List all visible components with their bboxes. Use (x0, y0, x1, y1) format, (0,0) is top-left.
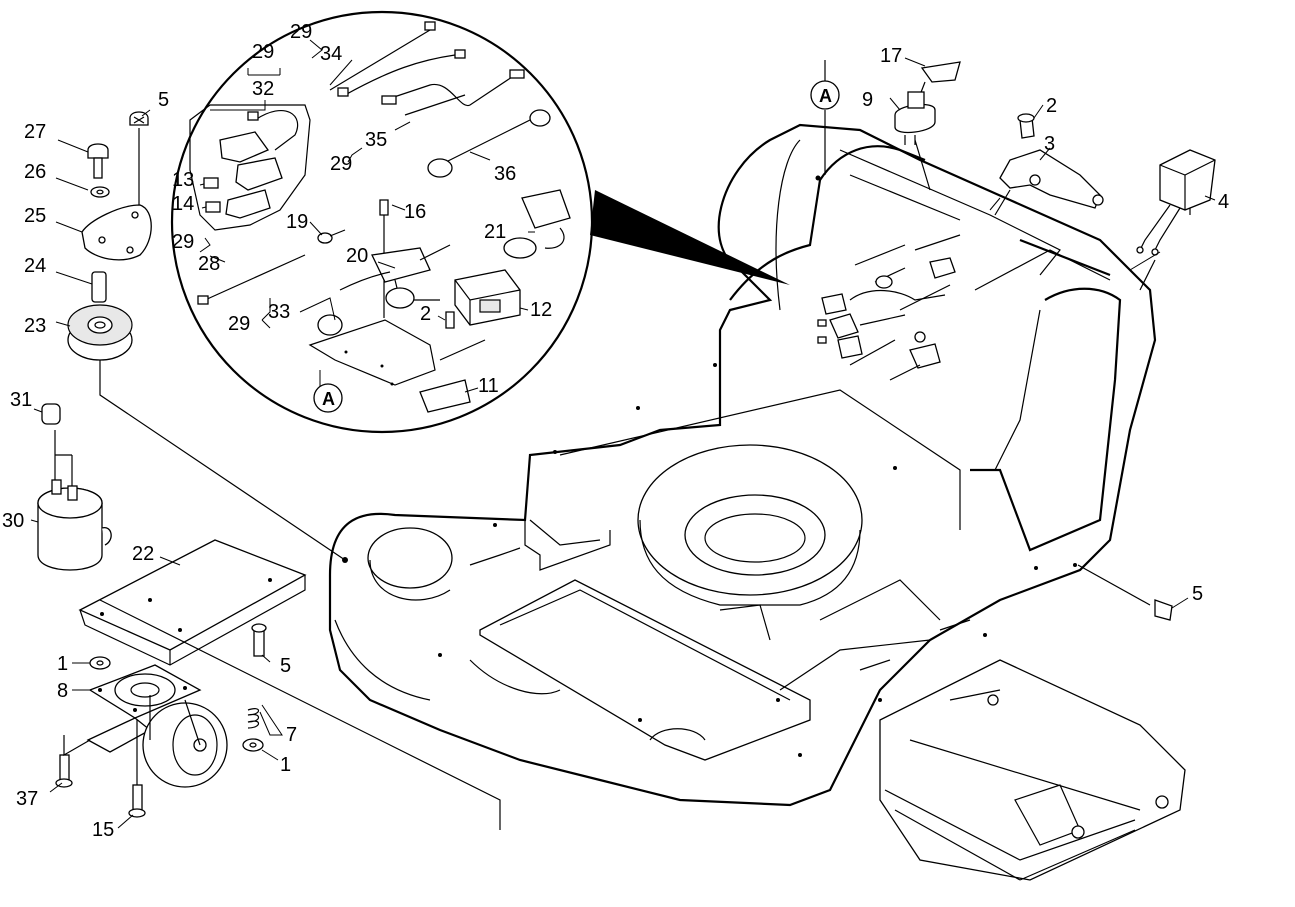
callout-2-top: 2 (1046, 95, 1057, 117)
wiring-harness-in-frame (817, 234, 961, 381)
callout-29-b: 29 (290, 21, 312, 43)
callout-37: 37 (16, 788, 38, 810)
squeegee-assembly (879, 659, 1186, 881)
callout-26: 26 (24, 161, 46, 183)
callout-22: 22 (132, 543, 154, 565)
top-right-parts (810, 60, 1216, 291)
callout-30: 30 (2, 510, 24, 532)
magnifier-pointer (590, 190, 790, 285)
callout-25: 25 (24, 205, 46, 227)
callout-14: 14 (172, 193, 194, 215)
callout-36: 36 (494, 163, 516, 185)
callout-2-detail: 2 (420, 303, 431, 325)
callout-1-bottom: 1 (280, 754, 291, 776)
callout-20: 20 (346, 245, 368, 267)
callout-4: 4 (1218, 191, 1229, 213)
machine-frame (328, 123, 1157, 807)
callout-9: 9 (862, 89, 873, 111)
callout-27: 27 (24, 121, 46, 143)
callout-13: 13 (172, 169, 194, 191)
callout-7: 7 (286, 724, 297, 746)
callout-5-mid: 5 (280, 655, 291, 677)
callout-8: 8 (57, 680, 68, 702)
callout-23: 23 (24, 315, 46, 337)
callout-21: 21 (484, 221, 506, 243)
callout-33: 33 (268, 301, 290, 323)
reference-markers: A A (313, 86, 832, 413)
callout-32: 32 (252, 78, 274, 100)
callout-12: 12 (530, 299, 552, 321)
callout-17: 17 (880, 45, 902, 67)
callout-31: 31 (10, 389, 32, 411)
callout-1-top: 1 (57, 653, 68, 675)
callout-34: 34 (320, 43, 342, 65)
callout-16: 16 (404, 201, 426, 223)
callout-29-e: 29 (228, 313, 250, 335)
left-side-parts (37, 111, 1173, 830)
callout-29-d: 29 (172, 231, 194, 253)
marker-a-detail: A (322, 389, 335, 409)
callout-35: 35 (365, 129, 387, 151)
callout-29-a: 29 (252, 41, 274, 63)
callout-29-c: 29 (330, 153, 352, 175)
callout-3: 3 (1044, 133, 1055, 155)
callout-15: 15 (92, 819, 114, 841)
callout-5-right: 5 (1192, 583, 1203, 605)
callout-19: 19 (286, 211, 308, 233)
callout-5-top: 5 (158, 89, 169, 111)
callout-28: 28 (198, 253, 220, 275)
callout-24: 24 (24, 255, 46, 277)
callout-labels: 5 27 26 25 24 23 31 30 22 1 8 5 7 1 37 1… (2, 21, 1229, 841)
callout-11: 11 (478, 375, 499, 397)
marker-a-frame: A (819, 86, 832, 106)
harness-parts-detail (189, 21, 571, 413)
detail-magnifier (170, 10, 790, 434)
